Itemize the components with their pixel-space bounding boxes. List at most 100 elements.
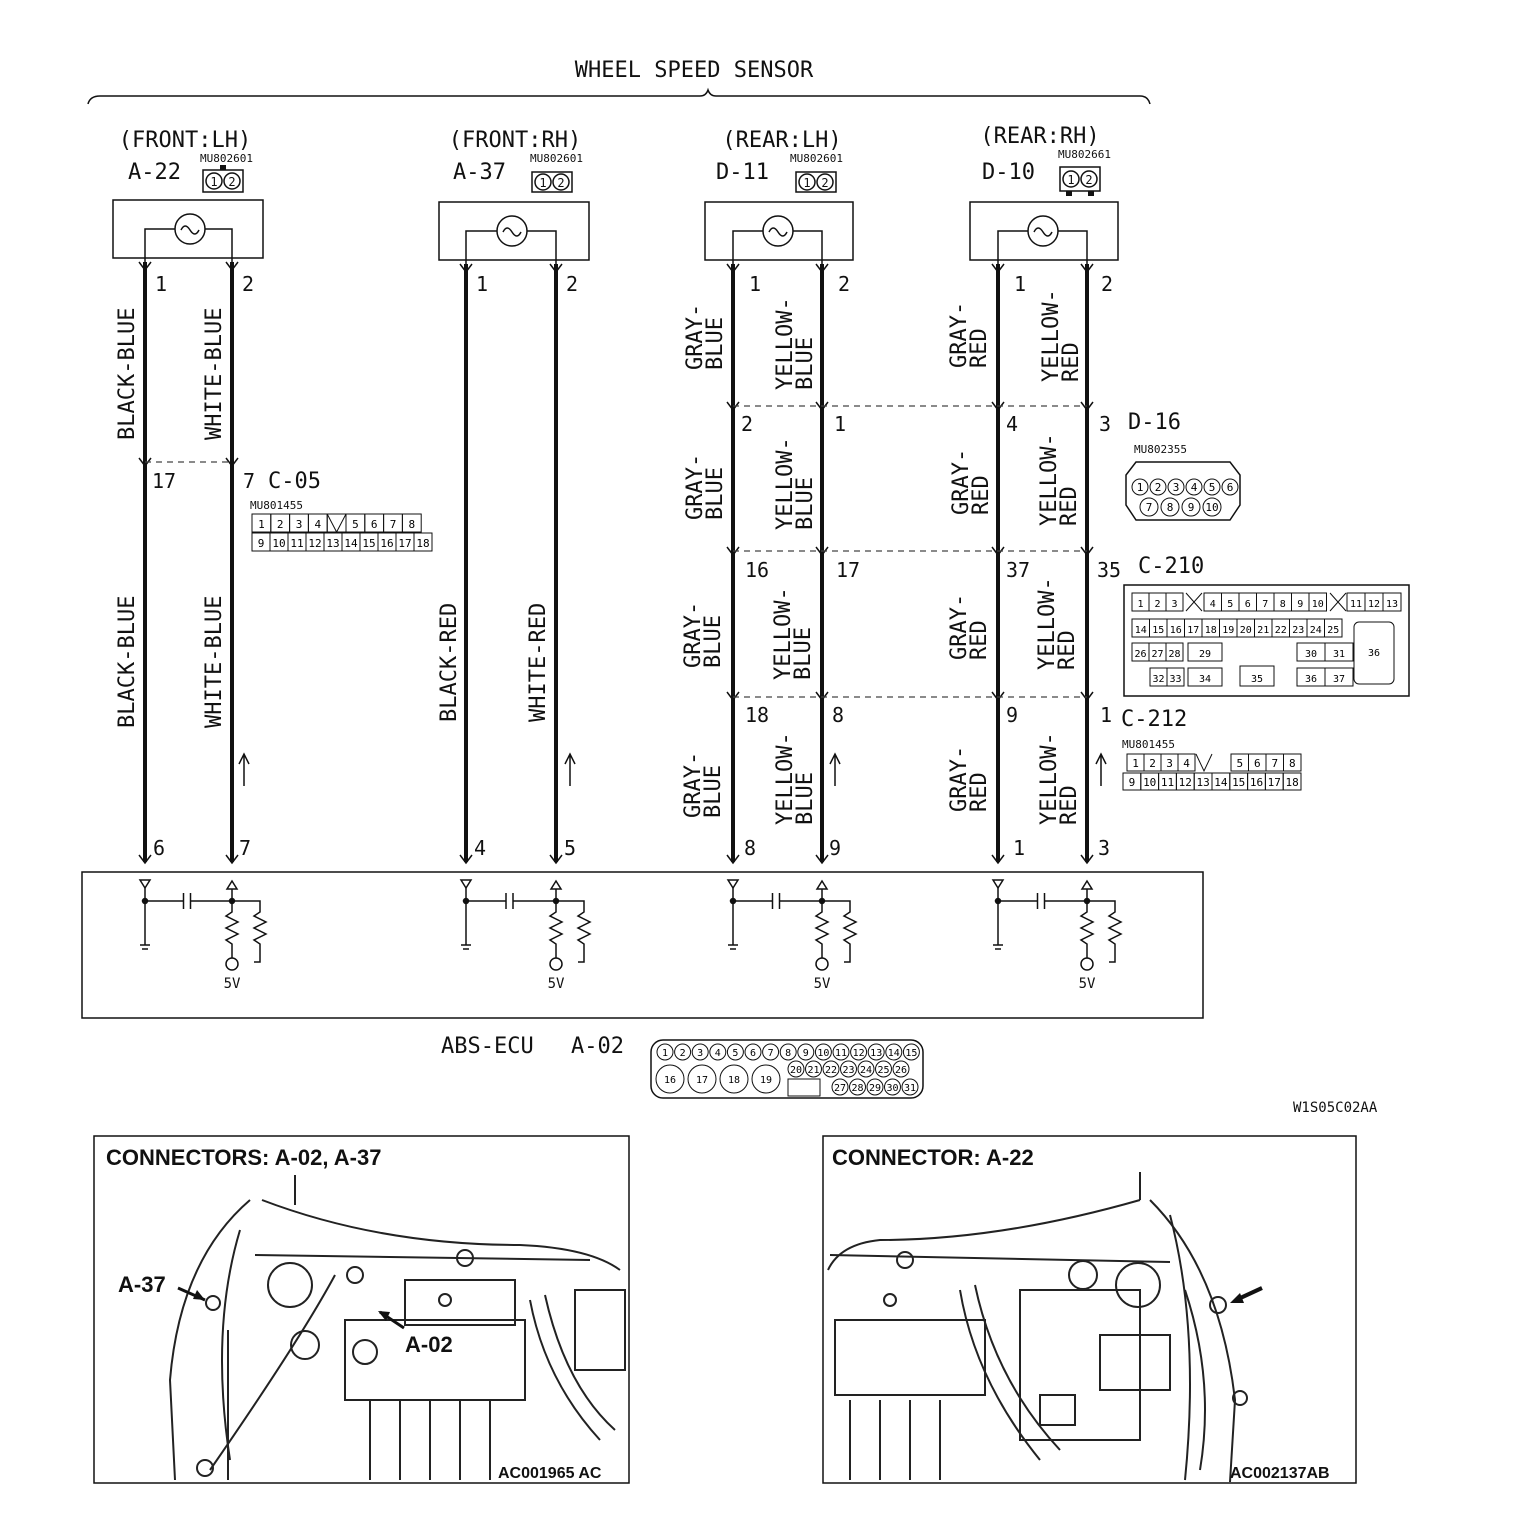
c212-pin-cell: 12 <box>1175 772 1195 791</box>
svg-text:3: 3 <box>697 1048 703 1059</box>
svg-text:GRAY-: GRAY- <box>949 449 974 515</box>
svg-text:RED: RED <box>1057 486 1082 526</box>
c210-pin-cell: 4 <box>1203 592 1222 612</box>
sensor-connector-id: A-37 <box>453 160 506 185</box>
ecu-pin-cell: 10 <box>814 1043 832 1061</box>
svg-text:2: 2 <box>838 272 850 296</box>
d16-pin-cell: 9 <box>1181 497 1201 517</box>
svg-text:GRAY-: GRAY- <box>947 302 972 368</box>
c212-pin-cell: 18 <box>1282 772 1302 791</box>
svg-text:1: 1 <box>258 518 265 531</box>
svg-text:11: 11 <box>835 1048 847 1059</box>
c212-pin-cell: 9 <box>1122 772 1142 791</box>
svg-text:GRAY-: GRAY- <box>683 304 708 370</box>
svg-text:18: 18 <box>728 1075 740 1086</box>
c05-pin-cell: 7 <box>383 513 403 533</box>
svg-text:7: 7 <box>1262 599 1268 610</box>
c212-pin-cell: 17 <box>1264 772 1284 791</box>
ecu-pin-cell: 31 <box>901 1078 919 1096</box>
c05-pin-cell: 5 <box>345 513 366 533</box>
svg-text:YELLOW-: YELLOW- <box>1037 732 1062 825</box>
wire-color-labels: BLACK-BLUE WHITE-BLUE BLACK-BLUE WHITE-B… <box>115 308 551 728</box>
svg-text:35: 35 <box>1251 674 1263 685</box>
svg-text:9: 9 <box>1006 703 1018 727</box>
svg-text:7: 7 <box>1271 757 1278 770</box>
svg-text:1: 1 <box>210 175 217 189</box>
svg-text:10: 10 <box>1143 776 1156 789</box>
svg-text:22: 22 <box>1275 625 1287 636</box>
svg-text:1: 1 <box>662 1048 668 1059</box>
ecu-pin-cell: 27 <box>831 1078 849 1096</box>
c210-pin-cell: 27 <box>1148 642 1167 662</box>
c05-pin-cell <box>326 513 347 534</box>
svg-text:BLACK-BLUE: BLACK-BLUE <box>115 596 140 728</box>
ecu-pin-cell: 7 <box>762 1043 780 1061</box>
svg-text:5: 5 <box>1236 757 1243 770</box>
title-brace <box>87 87 1151 105</box>
svg-text:16: 16 <box>380 537 393 550</box>
svg-text:13: 13 <box>1196 776 1209 789</box>
sensor-position: (REAR:RH) <box>980 124 1099 149</box>
svg-text:4: 4 <box>1006 412 1018 436</box>
sensor-rear-rh: (REAR:RH) D-10 MU802661 1 2 <box>969 124 1119 264</box>
c05-pin-cell: 14 <box>341 532 361 552</box>
c210-pin-cell: 17 <box>1184 618 1203 638</box>
c210-pin-cell: 24 <box>1306 618 1325 638</box>
svg-text:21: 21 <box>807 1065 819 1076</box>
d16-pin-cell: 2 <box>1149 478 1167 496</box>
svg-text:9: 9 <box>1129 776 1136 789</box>
svg-text:4: 4 <box>1183 757 1190 770</box>
svg-text:27: 27 <box>834 1083 846 1094</box>
svg-text:18: 18 <box>1205 625 1217 636</box>
c210-pin-cell: 21 <box>1254 618 1273 638</box>
svg-text:14: 14 <box>344 537 358 550</box>
svg-text:24: 24 <box>860 1065 872 1076</box>
ecu-pin-cell: 21 <box>805 1060 822 1078</box>
svg-text:YELLOW-: YELLOW- <box>1037 433 1062 526</box>
svg-text:18: 18 <box>745 703 769 727</box>
svg-text:7: 7 <box>243 469 255 493</box>
ecu-pin-cell: 18 <box>719 1064 749 1094</box>
svg-text:BLUE: BLUE <box>793 337 818 390</box>
c212-pin-cell: 8 <box>1283 753 1302 772</box>
svg-text:15: 15 <box>1232 776 1245 789</box>
c05-pin-cell: 2 <box>270 513 291 533</box>
rear-lh-wire-labels: GRAY- BLUE YELLOW- BLUE GRAY- BLUE YELLO… <box>681 297 818 825</box>
c210-pin-cell: 7 <box>1256 592 1275 612</box>
svg-text:17: 17 <box>696 1075 708 1086</box>
svg-text:29: 29 <box>869 1083 881 1094</box>
svg-text:MU802355: MU802355 <box>1134 443 1187 456</box>
photo-callout: A-02 <box>405 1332 453 1357</box>
svg-text:15: 15 <box>1152 625 1164 636</box>
c212-pin-cell: 6 <box>1248 753 1267 772</box>
svg-text:16: 16 <box>1250 776 1263 789</box>
svg-text:14: 14 <box>888 1048 900 1059</box>
c210-pin-cell: 18 <box>1201 618 1220 638</box>
d16-label: D-16 <box>1128 410 1181 435</box>
c212-label: C-212 <box>1121 707 1187 732</box>
c210-pin-cell: 20 <box>1236 618 1255 638</box>
svg-text:3: 3 <box>1099 412 1111 436</box>
svg-text:GRAY-: GRAY- <box>947 746 972 812</box>
svg-text:YELLOW-: YELLOW- <box>773 297 798 390</box>
sensor-box <box>112 199 264 259</box>
svg-text:9: 9 <box>258 537 265 550</box>
svg-text:18: 18 <box>1285 776 1298 789</box>
c210-pin-cell: 8 <box>1273 592 1292 612</box>
svg-text:WHITE-RED: WHITE-RED <box>526 603 551 722</box>
svg-text:22: 22 <box>825 1065 837 1076</box>
c210-pin-cell: 12 <box>1364 592 1384 612</box>
c210-pin-cell: 23 <box>1289 618 1308 638</box>
svg-text:BLUE: BLUE <box>793 477 818 530</box>
c210-pin-cell: 15 <box>1149 618 1168 638</box>
svg-text:21: 21 <box>1257 625 1269 636</box>
svg-text:17: 17 <box>836 558 860 582</box>
svg-text:2: 2 <box>1101 272 1113 296</box>
svg-text:2: 2 <box>821 176 828 190</box>
svg-text:RED: RED <box>1055 630 1080 670</box>
sensor-part-number: MU802601 <box>200 152 253 165</box>
svg-text:9: 9 <box>803 1048 809 1059</box>
svg-text:8: 8 <box>1167 501 1174 514</box>
